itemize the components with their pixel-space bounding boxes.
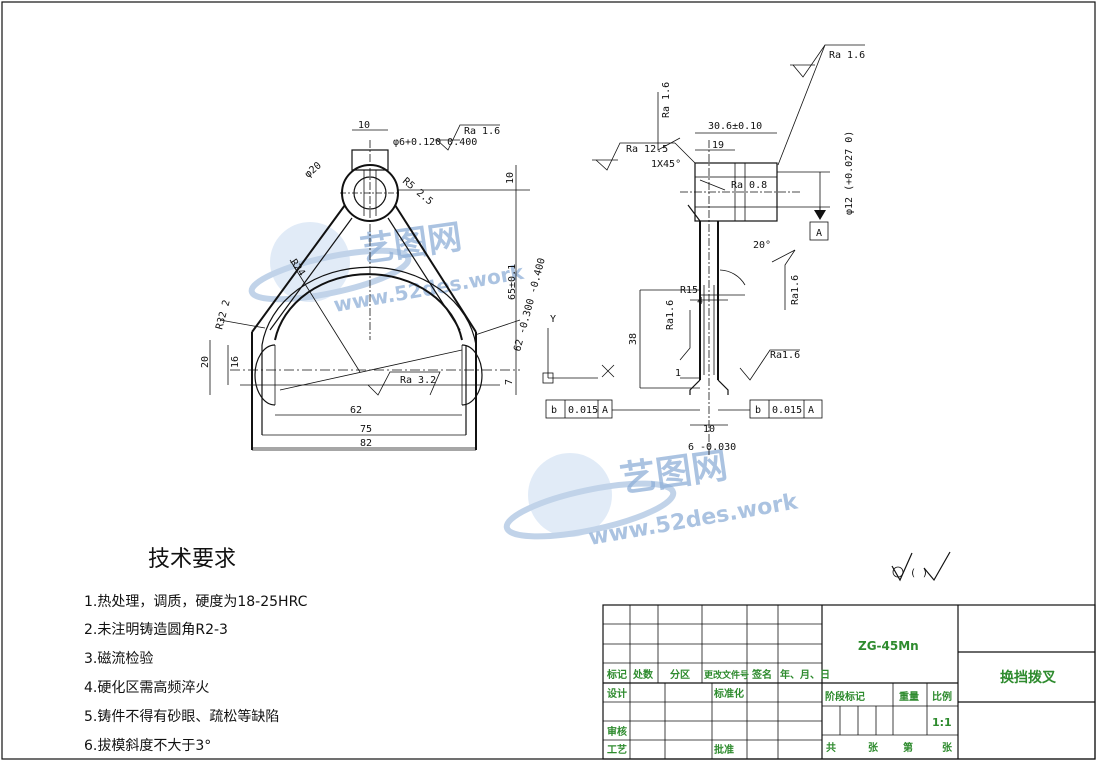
dim-h7: 7 xyxy=(504,379,515,385)
ra-32: Ra 3.2 xyxy=(400,375,436,386)
tb-scale: 比例 xyxy=(932,690,952,703)
tol-left-value: 0.015 xyxy=(568,405,598,416)
ra-08: Ra 0.8 xyxy=(731,180,767,191)
tb-standard: 标准化 xyxy=(713,687,744,700)
watermark-logo-2 xyxy=(503,453,677,540)
tech-req-item-3: 3.磁流检验 xyxy=(84,651,153,667)
tech-req-item-5: 5.铸件不得有砂眼、疏松等缺陷 xyxy=(84,708,279,725)
watermark-brand-2: 艺图网 xyxy=(618,445,731,501)
tol-right-symbol: b xyxy=(755,405,761,416)
tech-req-title: 技术要求 xyxy=(148,547,236,572)
tb-scale-value: 1:1 xyxy=(932,716,952,729)
dim-r32: R32 2 xyxy=(214,299,232,331)
tb-page-unit: 张 xyxy=(942,741,953,754)
dim-h16: 16 xyxy=(230,356,241,368)
watermark-url-2: www.52des.work xyxy=(587,489,801,551)
ra-16-top-left: Ra 1.6 xyxy=(464,126,500,137)
front-view xyxy=(209,124,530,451)
dim-l19: 19 xyxy=(712,140,724,151)
title-block xyxy=(602,604,1096,760)
tb-label-mark: 标记 xyxy=(606,668,627,681)
tb-total: 共 xyxy=(826,741,836,754)
dim-w10: 10 xyxy=(703,424,715,435)
dim-r5: R5 2.5 xyxy=(400,176,435,208)
dim-h38: 38 xyxy=(628,333,639,345)
tech-req-item-2: 2.未注明铸造圆角R2-3 xyxy=(84,622,228,638)
tb-label-sign: 签名 xyxy=(751,668,772,681)
dim-w4: 4 xyxy=(697,296,703,307)
roughness-note: ( ) xyxy=(910,568,928,579)
tol-right-value: 0.015 xyxy=(772,405,802,416)
dim-l306: 30.6±0.10 xyxy=(708,121,762,132)
tb-design: 设计 xyxy=(607,687,627,700)
tol-left-datum: A xyxy=(602,405,608,416)
ra-top-side: Ra 1.6 xyxy=(829,50,865,61)
ra-125: Ra 12.5 xyxy=(626,144,668,155)
tb-label-change-doc: 更改文件号 xyxy=(704,669,749,681)
dim-h65: 65±0.1 xyxy=(507,264,518,300)
watermark-brand-1: 艺图网 xyxy=(358,217,465,271)
dim-top-width: 10 xyxy=(358,120,370,131)
dim-angle20: 20° xyxy=(753,240,771,251)
tol-left-symbol: b xyxy=(551,405,557,416)
tb-page: 第 xyxy=(903,741,913,754)
tech-req-item-6: 6.拔模斜度不大于3° xyxy=(84,738,211,754)
dim-w82: 82 xyxy=(360,438,372,449)
dim-w62: 62 xyxy=(350,405,362,416)
tech-req-item-1: 1.热处理，调质，硬度为18-25HRC xyxy=(84,594,308,610)
tb-label-date: 年、月、日 xyxy=(780,668,830,681)
tb-weight: 重量 xyxy=(899,690,919,703)
axis-y-label: Y xyxy=(550,314,556,325)
dim-w6: 6 -0.030 xyxy=(688,442,736,453)
dim-h20: 20 xyxy=(200,356,211,368)
tb-stage-mark: 阶段标记 xyxy=(825,690,865,703)
tol-right-datum: A xyxy=(808,405,814,416)
tb-label-zone: 分区 xyxy=(670,668,690,681)
tb-review: 审核 xyxy=(607,725,627,738)
tech-req-item-4: 4.硬化区需高频淬火 xyxy=(84,679,209,696)
ra-16-right: Ra1.6 xyxy=(790,275,801,305)
dim-bore-tol: φ6+0.120 0.400 xyxy=(393,137,477,148)
watermark-logo-1 xyxy=(248,222,412,303)
watermark-url-1: www.52des.work xyxy=(332,260,526,317)
tb-part-name: 换挡拨叉 xyxy=(1000,669,1057,686)
ra-16-mid: Ra1.6 xyxy=(665,300,676,330)
side-view xyxy=(542,44,865,455)
tolerance-frame-right xyxy=(749,399,823,419)
ra-side-vertical: Ra 1.6 xyxy=(661,82,672,118)
dim-d12: φ12 (+0.027 0) xyxy=(844,131,855,215)
tb-sheet-unit: 张 xyxy=(868,741,879,754)
tb-label-count: 处数 xyxy=(632,668,654,681)
dim-right-10: 10 xyxy=(505,172,516,184)
general-roughness-symbol xyxy=(891,551,951,582)
dim-r15: R15 xyxy=(680,285,698,296)
ra-16-low: Ra1.6 xyxy=(770,350,800,361)
dim-chamfer: 1X45° xyxy=(651,159,681,170)
tb-process: 工艺 xyxy=(607,743,627,756)
dim-w75: 75 xyxy=(360,424,372,435)
dim-phi20: φ20 xyxy=(303,160,324,180)
dim-w1: 1 xyxy=(675,368,681,379)
datum-a-label: A xyxy=(816,228,822,239)
tb-approve: 批准 xyxy=(714,743,734,756)
tolerance-frame-left xyxy=(545,399,613,419)
tb-material: ZG-45Mn xyxy=(858,639,919,653)
